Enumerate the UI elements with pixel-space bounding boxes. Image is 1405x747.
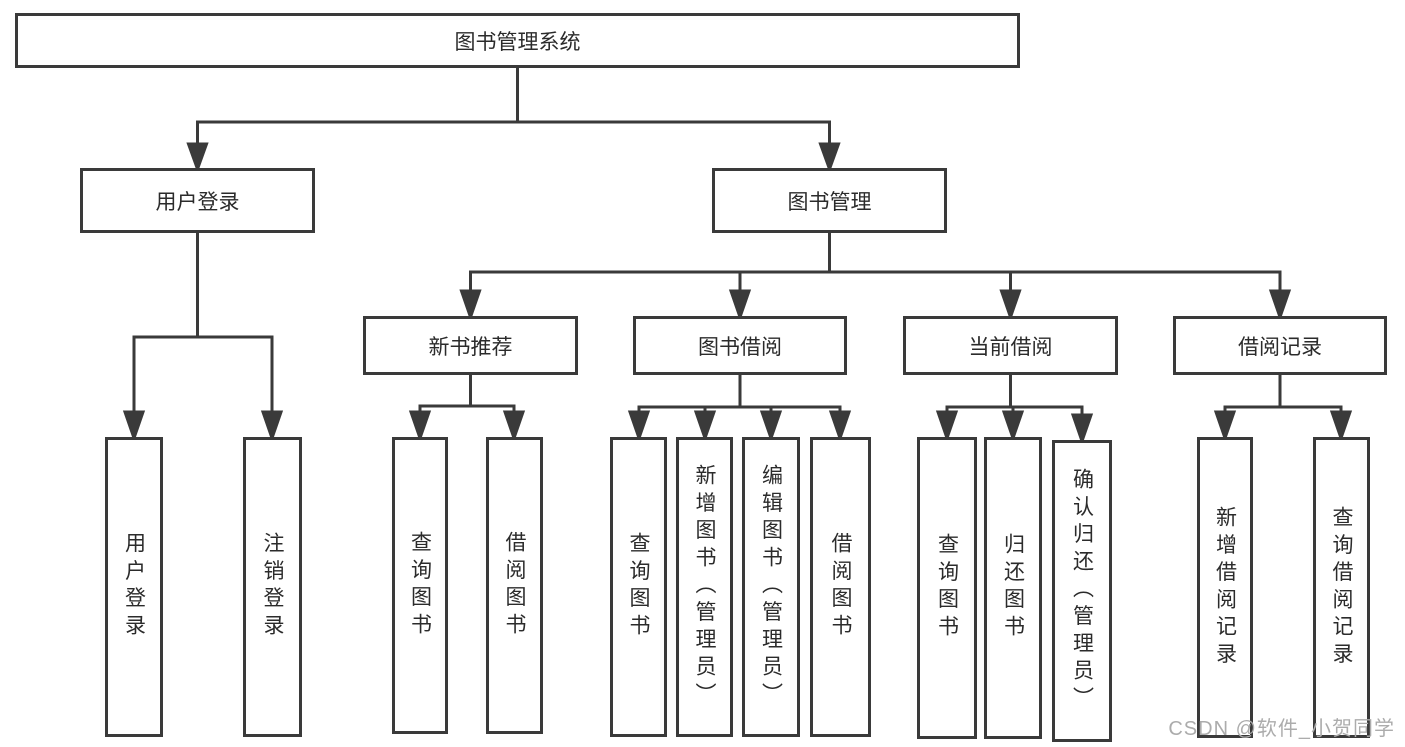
node-library-management-system: 图书管理系统 <box>15 13 1020 68</box>
leaf-label: 归还图书 <box>1001 533 1025 643</box>
leaf-label: 注销登录 <box>261 532 285 642</box>
node-borrowing-records: 借阅记录 <box>1173 316 1387 375</box>
leaf-label: 新增借阅记录 <box>1213 505 1237 670</box>
node-user-login-branch: 用户登录 <box>80 168 315 233</box>
leaf-current-query-books: 查询图书 <box>917 437 977 739</box>
leaf-current-return-books: 归还图书 <box>984 437 1042 739</box>
leaf-records-query-record: 查询借阅记录 <box>1313 437 1370 738</box>
leaf-records-add-record: 新增借阅记录 <box>1197 437 1253 738</box>
leaf-label: 借阅图书 <box>503 530 527 641</box>
leaf-label: 新增图书（管理员） <box>693 464 717 710</box>
leaf-user-login: 用户登录 <box>105 437 163 737</box>
node-book-borrowing: 图书借阅 <box>633 316 847 375</box>
leaf-label: 查询借阅记录 <box>1330 505 1354 670</box>
leaf-newrec-query-books: 查询图书 <box>392 437 448 734</box>
leaf-label: 编辑图书（管理员） <box>759 464 783 710</box>
watermark: CSDN @软件_小贺同学 <box>1168 718 1395 740</box>
leaf-label: 查询图书 <box>408 530 432 641</box>
leaf-borrow-edit-books-admin: 编辑图书（管理员） <box>742 437 800 737</box>
leaf-label: 用户登录 <box>122 532 146 642</box>
leaf-logout: 注销登录 <box>243 437 302 737</box>
leaf-label: 确认归还（管理员） <box>1070 468 1094 714</box>
leaf-newrec-borrow-books: 借阅图书 <box>486 437 543 734</box>
node-current-borrowing: 当前借阅 <box>903 316 1118 375</box>
leaf-current-confirm-return-admin: 确认归还（管理员） <box>1052 440 1112 742</box>
leaf-borrow-query-books: 查询图书 <box>610 437 667 737</box>
leaf-borrow-borrow-books: 借阅图书 <box>810 437 871 737</box>
leaf-label: 借阅图书 <box>829 532 853 642</box>
leaf-label: 查询图书 <box>627 532 651 642</box>
leaf-borrow-add-books-admin: 新增图书（管理员） <box>676 437 733 737</box>
leaf-label: 查询图书 <box>935 533 959 643</box>
node-new-book-recommend: 新书推荐 <box>363 316 578 375</box>
node-book-management-branch: 图书管理 <box>712 168 947 233</box>
